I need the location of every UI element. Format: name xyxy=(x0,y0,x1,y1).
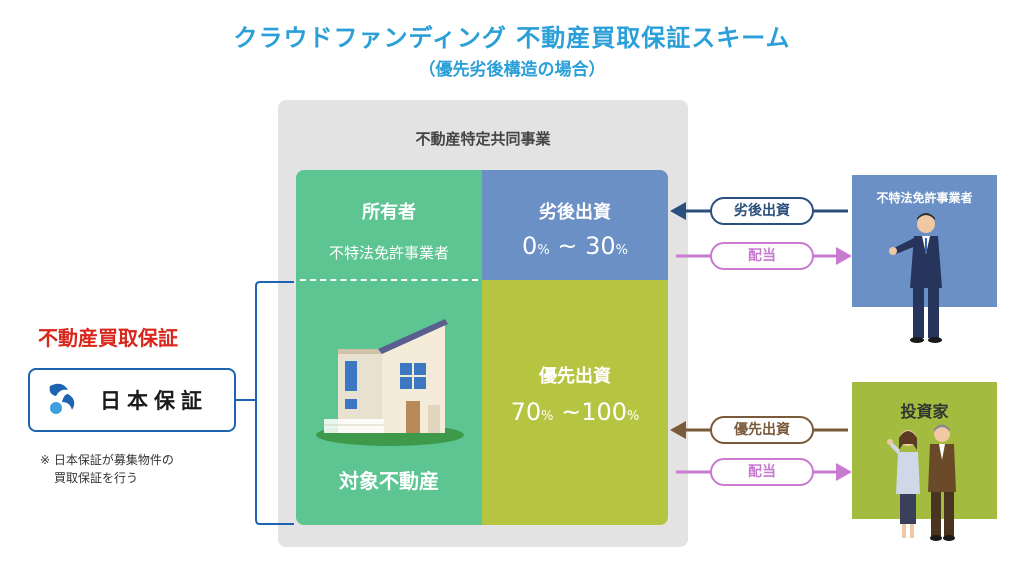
subordinated-block xyxy=(482,170,668,280)
investors-icon xyxy=(887,424,956,541)
unit-percent: % xyxy=(537,243,550,258)
dividend-flow-label-bottom: 配当 xyxy=(710,458,814,486)
senior-range: 70% ~100% xyxy=(482,398,668,426)
guarantee-note: ※ 日本保証が募集物件の 買取保証を行う xyxy=(40,451,174,487)
subordinated-to: 30 xyxy=(585,232,616,260)
subordinated-range: 0% ~ 30% xyxy=(482,232,668,260)
guarantee-note-line1: ※ 日本保証が募集物件の xyxy=(40,453,174,467)
subordinated-from: 0 xyxy=(522,232,538,260)
owner-block xyxy=(296,170,482,280)
dashed-divider xyxy=(300,279,478,281)
tilde: ~ xyxy=(561,398,582,426)
owner-subtitle: 不特法免許事業者 xyxy=(328,244,449,262)
senior-to: 100 xyxy=(581,398,628,426)
unit-percent: % xyxy=(541,409,554,424)
guarantee-title: 不動産買取保証 xyxy=(38,326,178,350)
subordinated-flow-label: 劣後出資 xyxy=(710,197,814,225)
house-illustration xyxy=(316,319,464,446)
operator-label: 不特法免許事業者 xyxy=(876,191,973,205)
investor-box xyxy=(852,382,997,519)
unit-percent: % xyxy=(627,409,640,424)
nihon-hosho-logo-text: 日本保証 xyxy=(100,389,208,413)
diagram-subtitle: （優先劣後構造の場合） xyxy=(418,60,606,80)
senior-title: 優先出資 xyxy=(539,366,611,387)
senior-flow-label: 優先出資 xyxy=(710,416,814,444)
dividend-flow-label-top: 配当 xyxy=(710,242,814,270)
unit-percent: % xyxy=(615,243,628,258)
guarantee-bracket xyxy=(236,281,294,525)
flow-arrows xyxy=(670,202,852,481)
senior-block xyxy=(482,280,668,525)
subordinated-title: 劣後出資 xyxy=(539,202,611,223)
businessman-icon xyxy=(889,213,942,343)
scheme-label: 不動産特定共同事業 xyxy=(415,130,551,148)
senior-from: 70 xyxy=(510,398,542,426)
diagram-title: クラウドファンディング 不動産買取保証スキーム xyxy=(233,24,791,52)
property-title: 対象不動産 xyxy=(339,469,439,493)
nihon-hosho-logo-icon xyxy=(49,383,75,414)
owner-title: 所有者 xyxy=(362,202,416,223)
investor-label: 投資家 xyxy=(900,402,949,421)
tilde: ~ xyxy=(557,232,578,260)
guarantee-note-line2: 買取保証を行う xyxy=(54,471,139,485)
